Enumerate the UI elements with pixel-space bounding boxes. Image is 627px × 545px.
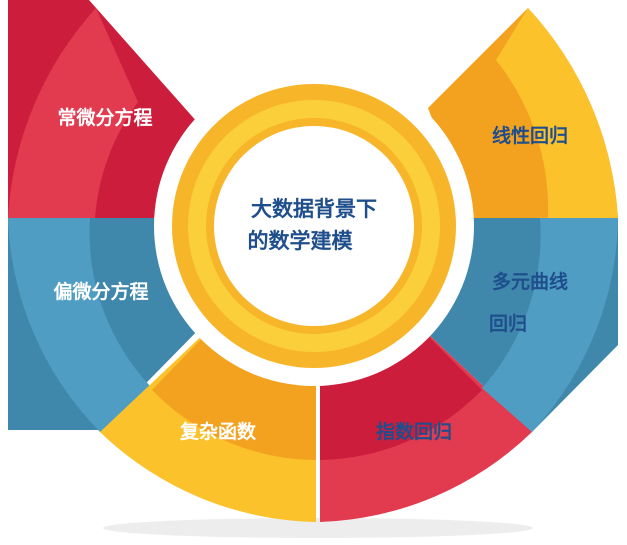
segment-complex-func-label: 复杂函数	[179, 420, 257, 443]
segment-pde-label: 偏微分方程	[53, 280, 148, 303]
segment-exp-regression-label: 指数回归	[376, 420, 452, 443]
center-hub: 大数据背景下 的数学建模	[154, 66, 474, 386]
segment-linear-regression-label: 线性回归	[492, 124, 568, 147]
segment-multi-curve-outer-shape	[482, 218, 618, 432]
segment-ode-outer-shape	[8, 8, 138, 218]
segment-ode-label: 常微分方程	[57, 106, 152, 129]
segment-multi-curve-label-line2: 回归	[489, 312, 527, 335]
segment-multi-curve-label-line1: 多元曲线	[492, 270, 568, 293]
segment-pde-outer-shape	[8, 218, 152, 432]
segment-multi-curve-regression: 多元曲线 回归	[424, 218, 618, 432]
center-title-line2: 的数学建模	[248, 229, 354, 253]
wheel-shadow	[103, 518, 533, 538]
center-hub-core	[214, 126, 414, 326]
segment-linear-regression-outer-shape	[496, 8, 618, 218]
segment-linear-regression: 线性回归	[428, 8, 618, 218]
center-title-line1: 大数据背景下	[251, 197, 377, 221]
segment-ode: 常微分方程	[8, 0, 206, 218]
segment-pde: 偏微分方程	[8, 218, 210, 432]
